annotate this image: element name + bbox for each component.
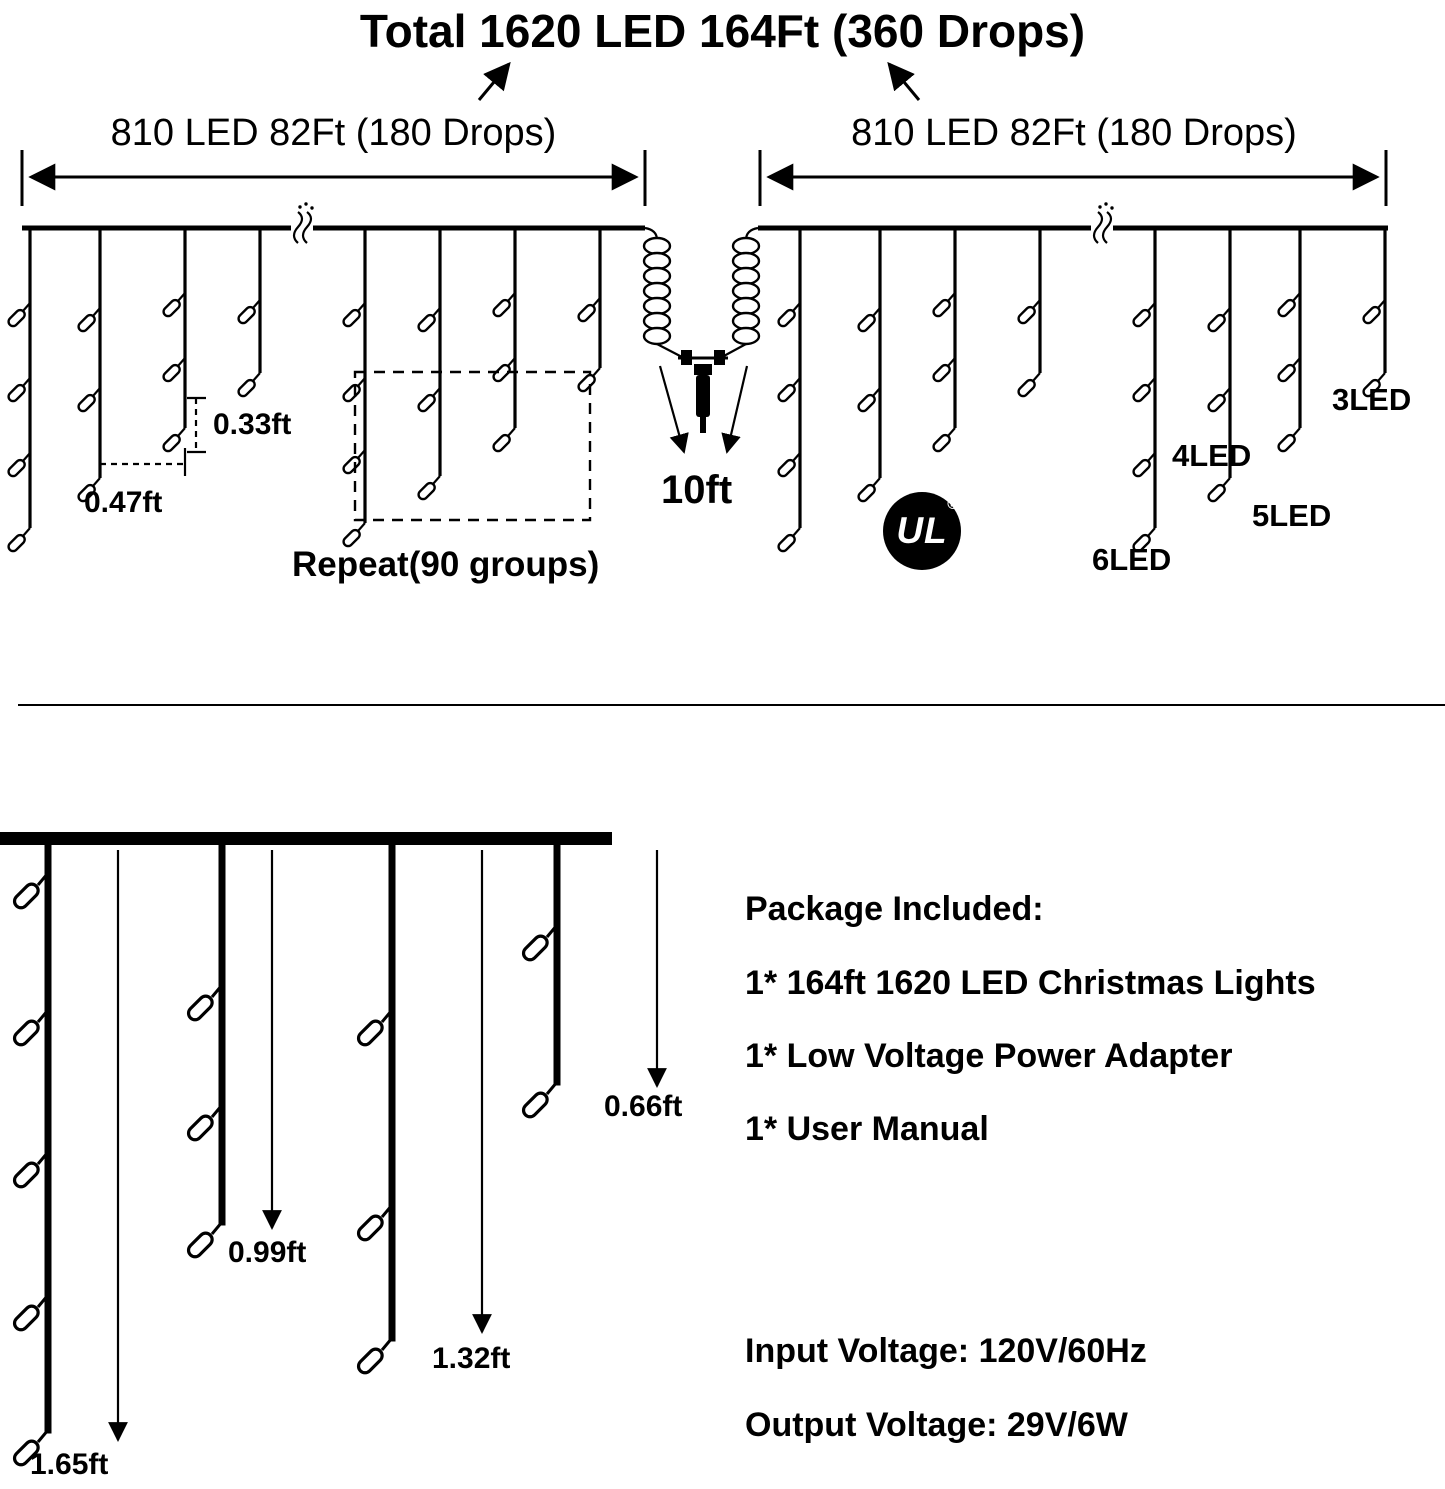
left-span-label: 810 LED 82Ft (180 Drops) bbox=[110, 112, 557, 154]
light-drop bbox=[1360, 228, 1387, 400]
package-heading: Package Included: bbox=[745, 890, 1044, 928]
left-span-dimension bbox=[20, 150, 647, 206]
light-drop bbox=[775, 228, 802, 555]
light-drop bbox=[340, 228, 367, 550]
lead-length-arrows bbox=[658, 365, 749, 454]
ul-certification-mark: UL ® bbox=[883, 492, 961, 570]
bulb-spacing-dimension bbox=[187, 396, 206, 454]
title-pointer-arrows bbox=[477, 61, 921, 101]
light-drop bbox=[75, 228, 102, 505]
package-item: 1* Low Voltage Power Adapter bbox=[745, 1037, 1233, 1075]
coiled-wire bbox=[642, 226, 683, 358]
input-voltage-label: Input Voltage: 120V/60Hz bbox=[745, 1332, 1147, 1370]
led-count-label-3: 3LED bbox=[1332, 382, 1412, 417]
light-drop bbox=[490, 228, 517, 455]
wire-break-mark bbox=[1092, 202, 1114, 244]
light-drop bbox=[575, 228, 602, 395]
light-drop bbox=[5, 228, 32, 555]
ul-text: UL bbox=[896, 510, 948, 551]
led-count-label-6: 6LED bbox=[1092, 542, 1172, 577]
light-drop bbox=[1205, 228, 1232, 505]
output-voltage-label: Output Voltage: 29V/6W bbox=[745, 1406, 1128, 1444]
drop-length-label-066: 0.66ft bbox=[604, 1090, 683, 1123]
light-drop bbox=[1130, 228, 1157, 555]
drop-length-label-165: 1.65ft bbox=[30, 1448, 109, 1481]
led-count-label-5: 5LED bbox=[1252, 498, 1332, 533]
repeat-group-label: Repeat(90 groups) bbox=[292, 545, 600, 584]
light-drop bbox=[160, 228, 187, 455]
package-item: 1* 164ft 1620 LED Christmas Lights bbox=[745, 964, 1316, 1002]
light-drop bbox=[235, 228, 262, 400]
wire-break-mark bbox=[292, 202, 314, 244]
light-drop-large bbox=[184, 841, 226, 1262]
light-drop bbox=[1015, 228, 1042, 400]
bulb-spacing-label: 0.33ft bbox=[213, 408, 292, 441]
package-item: 1* User Manual bbox=[745, 1110, 989, 1148]
light-drop bbox=[930, 228, 957, 455]
drop-length-label-132: 1.32ft bbox=[432, 1342, 511, 1375]
right-span-label: 810 LED 82Ft (180 Drops) bbox=[851, 112, 1297, 154]
drop-spacing-label: 0.47ft bbox=[84, 486, 163, 519]
lead-length-label: 10ft bbox=[661, 468, 733, 512]
bottom-roof-wire bbox=[0, 832, 612, 845]
light-drop bbox=[415, 228, 442, 503]
led-count-label-4: 4LED bbox=[1172, 438, 1252, 473]
coiled-wire bbox=[721, 226, 761, 358]
repeat-group-box bbox=[353, 370, 592, 522]
drop-length-label-099: 0.99ft bbox=[228, 1236, 307, 1269]
drop-spacing-dimension bbox=[98, 448, 187, 476]
light-drop-large bbox=[10, 841, 52, 1470]
drop-length-arrows bbox=[108, 850, 667, 1442]
power-adapter bbox=[678, 350, 728, 433]
registered-icon: ® bbox=[947, 496, 959, 513]
light-drop bbox=[855, 228, 882, 505]
page-title: Total 1620 LED 164Ft (360 Drops) bbox=[359, 5, 1086, 57]
right-span-dimension bbox=[758, 150, 1388, 206]
light-drop-large bbox=[354, 841, 396, 1378]
light-drop bbox=[1275, 228, 1302, 455]
light-drop-large bbox=[519, 841, 561, 1122]
